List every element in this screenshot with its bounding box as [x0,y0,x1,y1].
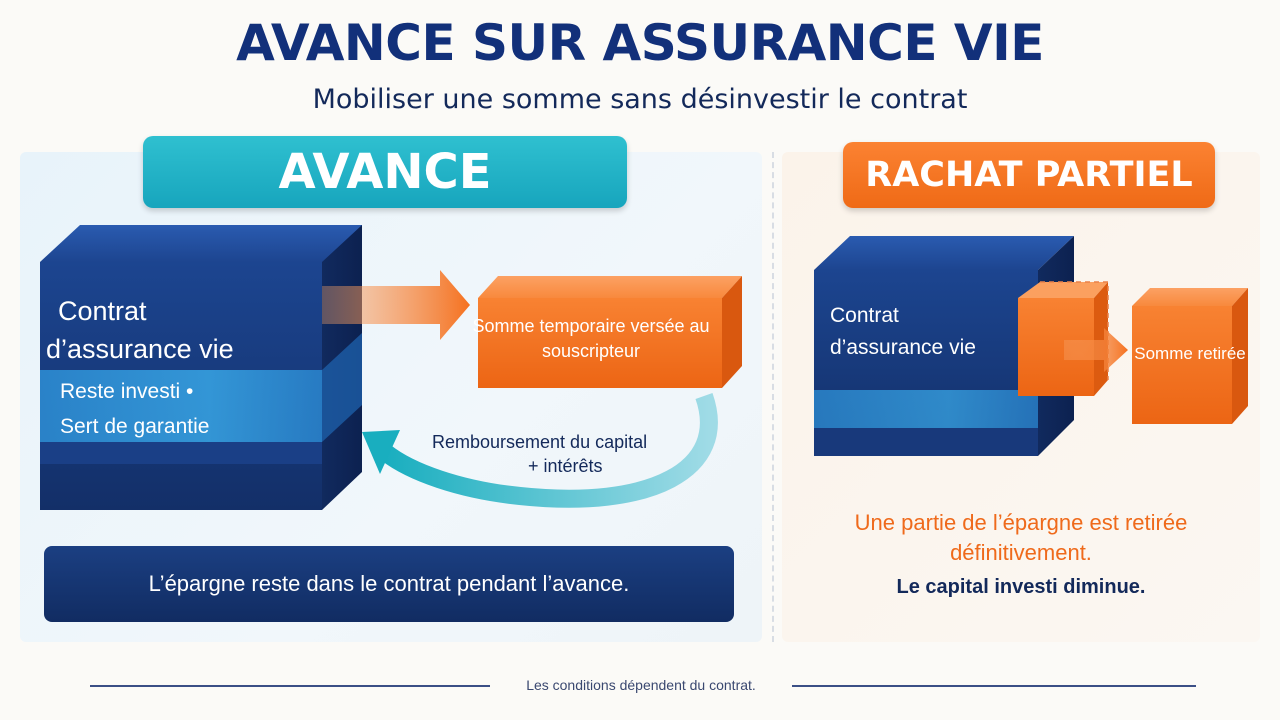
rachat-contract-label-line2: d’assurance vie [830,336,976,359]
rachat-note-line1: Une partie de l’épargne est retirée [854,510,1188,535]
withdrawn-sum-box [1132,288,1248,424]
temp-sum-label: Somme temporaire versée au souscripteur [472,316,710,361]
contract-box-left [40,225,362,510]
page-title: AVANCE SUR ASSURANCE VIE [236,14,1044,72]
avance-summary-banner: L’épargne reste dans le contrat pendant … [44,546,734,622]
contract-label-line1: Contrat [58,296,147,326]
invested-label: Reste investi • [60,380,194,403]
contract-label-line2: d’assurance vie [46,334,234,364]
rachat-contract-label-line1: Contrat [830,304,899,327]
panel-divider [772,152,774,642]
repayment-label: Remboursement du capital [432,432,648,452]
rachat-note-capital: Le capital investi diminue. [896,576,1146,598]
page-subtitle: Mobiliser une somme sans désinvestir le … [312,84,968,115]
avance-tag: AVANCE [143,136,627,208]
guarantee-label: Sert de garantie [60,415,210,438]
rachat-tag: RACHAT PARTIEL [843,142,1215,208]
arrow-right-icon [1064,328,1128,372]
rachat-note-line2: définitivement. [950,540,1092,565]
temp-sum-box [478,276,742,388]
interest-label: + intérêts [528,456,603,476]
withdrawn-sum-label: Somme retirée [1134,344,1246,363]
footer-note: Les conditions dépendent du contrat. [526,677,756,693]
footer-rule-right [792,685,1196,687]
footer-rule-left [90,685,490,687]
curved-return-arrow-icon [362,393,718,508]
arrow-right-icon [322,270,470,340]
extracted-chunk [1018,281,1109,396]
